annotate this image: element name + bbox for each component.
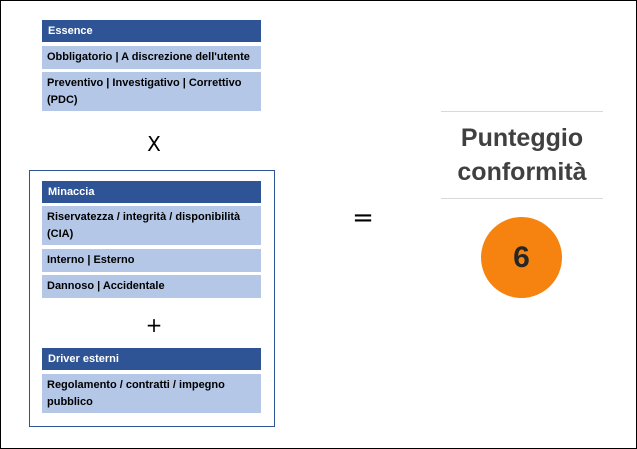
driver-header: Driver esterni	[42, 348, 261, 370]
essence-item-obligatory: Obbligatorio | A discrezione dell'utente	[42, 46, 261, 69]
essence-item-pdc: Preventivo | Investigativo | Correttivo …	[42, 72, 261, 111]
compliance-score-title: Punteggio conformità	[441, 111, 603, 199]
minaccia-item-malicious-accidental: Dannoso | Accidentale	[42, 275, 261, 298]
score-circle: 6	[481, 217, 562, 298]
equals-operator: =	[352, 203, 374, 233]
plus-operator: +	[145, 313, 163, 337]
driver-item-regulation: Regolamento / contratti / impegno pubbli…	[42, 374, 261, 413]
essence-header: Essence	[42, 20, 261, 42]
minaccia-header: Minaccia	[42, 181, 261, 203]
minaccia-item-cia: Riservatezza / integrità / disponibilità…	[42, 206, 261, 245]
minaccia-item-internal-external: Interno | Esterno	[42, 249, 261, 272]
threat-driver-box	[29, 170, 275, 427]
times-operator: X	[147, 132, 161, 156]
